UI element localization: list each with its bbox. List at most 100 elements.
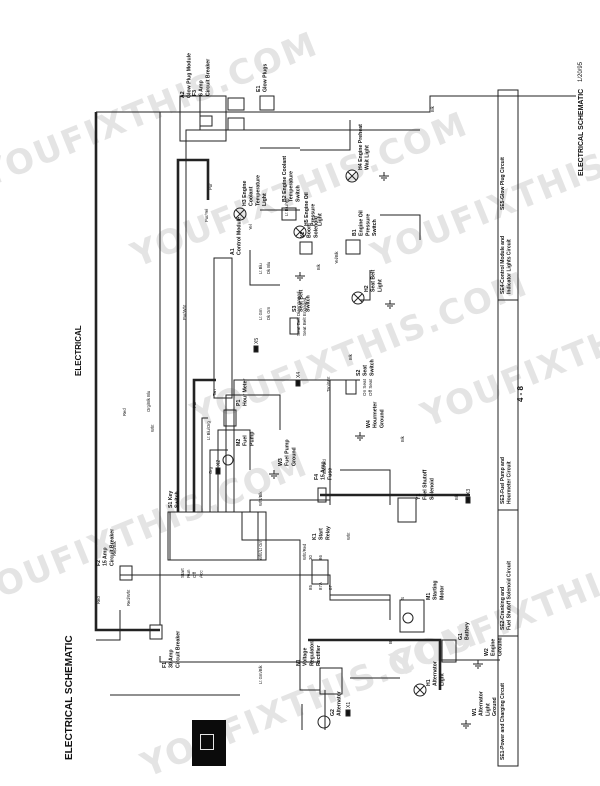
label-n1-line: N1 — [296, 659, 302, 666]
section-label-line: Fuel Shutoff Solenoid Circuit — [507, 561, 513, 630]
label-a1-line: Control Module — [237, 217, 243, 255]
wire-color-label-line: Org — [208, 466, 213, 474]
wire-color-label: Lt Blu — [258, 263, 263, 274]
key-switch-positions-line: Start — [180, 568, 185, 578]
motor-terminal: B — [388, 641, 393, 644]
wire-f1 — [96, 610, 121, 641]
wire-color-label-line: Blk/Red — [322, 459, 327, 474]
label-h3-line: Temperature — [255, 175, 261, 206]
label-w1-line: Ground — [492, 697, 498, 716]
section-label-line: SE3-Fuel Pump and — [500, 457, 506, 504]
label-s3-line: S3 — [292, 306, 298, 312]
wire-pur-hm — [225, 394, 281, 512]
wire-color-label: Red — [122, 408, 127, 416]
label-f2-line: 15 Amp — [103, 547, 109, 566]
label-m1-line: M1 — [426, 593, 432, 600]
label-h3-line: H3 Engine — [242, 181, 248, 206]
key-switch-positions-line: Off — [192, 571, 197, 578]
ground-w1 — [461, 720, 471, 729]
label-a1-line: A1 — [230, 248, 236, 255]
ground-preheat — [379, 172, 389, 181]
label-a2-line: A2 — [180, 91, 186, 98]
label-w1-line: Light — [485, 703, 491, 716]
boom-solenoid-y2 — [299, 241, 313, 255]
wire-color-label: Dk Blu — [266, 261, 271, 274]
wire-color-label: Pur — [208, 183, 213, 190]
label-k1-line: Start — [319, 528, 325, 540]
voltage-regulator-n1 — [319, 667, 343, 695]
label-s1-line: S1 Key — [168, 491, 174, 508]
oil-pressure-switch-b1 — [345, 239, 361, 255]
label-y2-line: Y2 — [300, 232, 306, 238]
ground-w4 — [355, 432, 365, 441]
label-f1-line: F1 — [162, 662, 168, 668]
relay-terminal: 30 — [308, 555, 313, 560]
wire-color-label-line: Lt Blu/Yel — [284, 198, 289, 216]
fuel-shutoff-solenoid-y1 — [397, 497, 417, 523]
wire-blk-red — [249, 499, 331, 512]
ground-w3 — [269, 470, 279, 479]
label-e1-line: Glow Plugs — [263, 64, 269, 92]
label-h5-line: H5 Engine Oil — [304, 192, 310, 226]
label-y2-line: Solenoid — [313, 216, 319, 238]
label-h2-line: H2 — [364, 285, 370, 292]
label-h5-line: Light — [317, 213, 323, 226]
wire-color-label: Blk — [430, 105, 435, 112]
wire-color-label-line: Lt Grn — [258, 308, 263, 320]
label-y1-line: Solenoid — [429, 478, 435, 500]
wire-red-main — [94, 112, 160, 632]
label-h3-line: Light — [262, 193, 268, 206]
wire-color-label: Pur/Wht — [182, 304, 187, 320]
label-w1-line: W1 — [472, 708, 478, 716]
wire-motor — [330, 594, 391, 620]
label-s1-line: Switch — [175, 491, 181, 508]
glow-plug-2 — [227, 117, 245, 131]
alternator-light-h1 — [413, 683, 427, 697]
section-label: SE1-Power and Charging Circuit — [500, 683, 506, 760]
relay-terminal: 86 — [318, 555, 323, 560]
label-h4-line: H4 Engine Preheat — [358, 124, 364, 170]
label-s2-line: S2 — [356, 370, 362, 376]
label-n1-line: Rectifier — [316, 645, 322, 666]
footer-border — [497, 89, 519, 767]
label-n1-line: Voltage — [303, 648, 309, 666]
relay-terminal: 85 — [308, 585, 313, 590]
wire-pur-wht — [185, 129, 420, 512]
section-label-line: Indicator Lights Circuit — [507, 239, 513, 294]
label-p1-line: P1 — [236, 400, 242, 406]
wire-color-label: Red — [96, 596, 101, 604]
label-f1-line: Circuit Breaker — [175, 631, 181, 668]
wire-color-label-line: Wht — [346, 532, 351, 540]
fuse-f4 — [317, 487, 327, 503]
circuit-breaker-f3 — [199, 115, 213, 127]
label-s3-line: Seat Belt — [299, 290, 305, 312]
hour-meter-p1 — [223, 409, 237, 427]
label-w2-line: W2 — [484, 648, 490, 656]
label-f2-line: F2 — [96, 560, 102, 566]
wire-color-label: Wht/Red — [302, 543, 307, 560]
label-h4-line: Wait Light — [365, 145, 371, 170]
starting-motor-armature — [402, 612, 414, 624]
connector-mark — [465, 496, 471, 504]
oil-pressure-light-h5-cross — [295, 227, 305, 237]
connector-label-line: X3 — [466, 489, 472, 495]
key-switch-s1 — [167, 511, 267, 561]
connector-label-line: X1 — [346, 702, 352, 708]
